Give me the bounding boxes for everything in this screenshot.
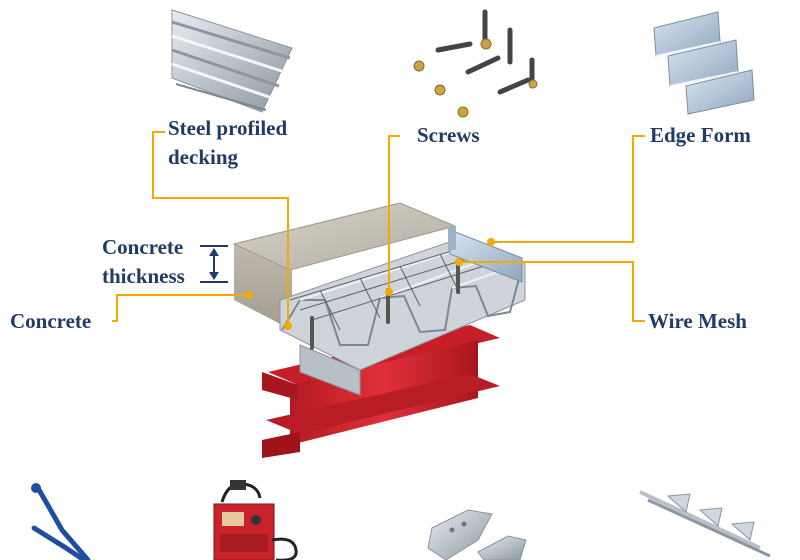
steel-label-line1: Steel profiled bbox=[168, 116, 288, 140]
edge-form-label: Edge Form bbox=[650, 123, 751, 147]
thickness-label-line2: thickness bbox=[102, 264, 185, 288]
edge-form-icon bbox=[653, 11, 755, 115]
concrete-front-face bbox=[234, 244, 292, 330]
leader-endpoints bbox=[245, 238, 495, 330]
concrete-thickness-label: Concrete thickness bbox=[102, 233, 185, 291]
thickness-label-line1: Concrete bbox=[102, 235, 184, 259]
composite-slab-illustration bbox=[232, 202, 526, 458]
concrete-label: Concrete bbox=[10, 309, 92, 333]
bar-chair-icon bbox=[639, 490, 771, 558]
stud-welder-machine-icon bbox=[213, 480, 298, 560]
steel-decking-sheet-icon bbox=[171, 9, 293, 113]
end-closure-icon bbox=[427, 509, 527, 560]
screws-label: Screws bbox=[417, 123, 480, 147]
leader-lines bbox=[112, 131, 645, 326]
thickness-dimension bbox=[200, 245, 228, 283]
steel-label-line2: decking bbox=[168, 145, 239, 169]
wire-mesh-label: Wire Mesh bbox=[648, 309, 747, 333]
edge-form bbox=[448, 226, 523, 283]
screws-and-nuts-icon bbox=[413, 9, 538, 118]
stud-welding-gun-icon bbox=[31, 483, 91, 560]
steel-profiled-decking-label: Steel profiled decking bbox=[168, 114, 287, 172]
